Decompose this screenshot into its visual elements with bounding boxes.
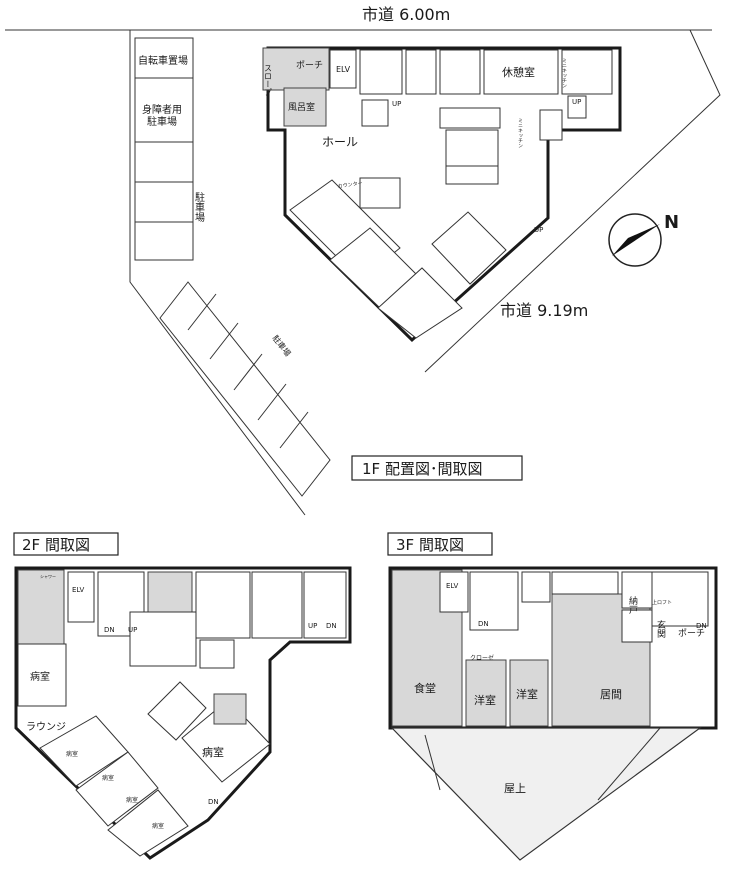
floor-plan-3f: [388, 566, 718, 861]
western-a-label: 洋室: [474, 693, 496, 707]
porch-area-1f: [262, 47, 330, 91]
parking-column: [134, 37, 194, 261]
title-3f: 3F 間取図: [396, 536, 464, 554]
site-boundary-right: [424, 29, 721, 373]
lounge-label: ラウンジ: [26, 721, 66, 733]
dn-3f-2: DN: [696, 622, 707, 630]
storage-label: 納戸: [627, 595, 638, 615]
parking-diagonal: [159, 281, 331, 497]
ward-2f-big-label: 病室: [202, 745, 224, 759]
bath-room: [283, 87, 327, 127]
road-top-label: 市道 6.00m: [362, 5, 450, 24]
ward-2f-b-label: 病室: [66, 750, 78, 758]
rooftop-area: [390, 727, 702, 861]
lift-label: 上ロフト: [652, 599, 672, 606]
disabled-parking-label-2: 駐車場: [147, 115, 177, 128]
site-plan-1f: [5, 29, 721, 516]
porch-3f-label: ポーチ: [678, 628, 705, 639]
shower-label: シャワー: [40, 574, 56, 579]
title-2f: 2F 間取図: [22, 536, 90, 554]
up-2f-2: UP: [308, 622, 317, 630]
bath-room-label: 風呂室: [288, 101, 315, 113]
ward-2f-big: [181, 699, 271, 783]
slope-label: スロープ: [264, 64, 273, 96]
parking-diagonal-label: 駐車場: [270, 333, 293, 358]
road-right-label: 市道 9.19m: [500, 301, 588, 320]
kitchen-b-label: ミニキッチン: [517, 118, 523, 148]
elv-2f-label: ELV: [72, 586, 85, 594]
ward-2f-a-label: 病室: [30, 670, 50, 683]
dining-label: 食堂: [414, 681, 436, 695]
dn-2f-1: DN: [104, 626, 115, 634]
rest-room-label: 休憩室: [502, 65, 535, 79]
elv-1f-label: ELV: [336, 65, 351, 74]
compass: [608, 213, 662, 267]
ward-2f-d-label: 病室: [126, 796, 138, 804]
western-b-label: 洋室: [516, 687, 538, 701]
floor-plan-2f: [14, 566, 352, 860]
rooftop-label: 屋上: [504, 782, 526, 795]
dn-2f-2: DN: [326, 622, 337, 630]
up-2f-1: UP: [128, 626, 137, 634]
counter-label: カウンター: [337, 180, 363, 190]
up-1f-1: UP: [392, 100, 401, 108]
ward-2f-e-label: 病室: [152, 822, 164, 830]
up-1f-2: UP: [572, 98, 581, 106]
up-1f-3: UP: [534, 226, 543, 234]
hall-label: ホール: [322, 135, 358, 149]
north-label: N: [664, 212, 679, 233]
dn-2f-3: DN: [208, 798, 219, 806]
living-label: 居間: [600, 688, 622, 701]
bicycle-parking-label: 自転車置場: [138, 54, 188, 67]
building-1f: [266, 46, 622, 343]
elv-3f-label: ELV: [446, 582, 459, 590]
site-boundary-left: [129, 30, 306, 516]
porch-1f-label: ポーチ: [296, 60, 323, 71]
ward-2f-a: [17, 643, 67, 707]
dn-3f-1: DN: [478, 620, 489, 628]
closet-label: クローゼ: [470, 654, 494, 662]
ward-2f-c-label: 病室: [102, 774, 114, 782]
entrance-label: 玄関: [655, 619, 666, 639]
disabled-parking-label-1: 身障者用: [142, 103, 182, 116]
kitchen-a-label: ミニキッチン: [561, 58, 567, 88]
title-1f: 1F 配置図･間取図: [362, 460, 482, 478]
parking-vertical-label: 駐車場: [193, 191, 205, 223]
